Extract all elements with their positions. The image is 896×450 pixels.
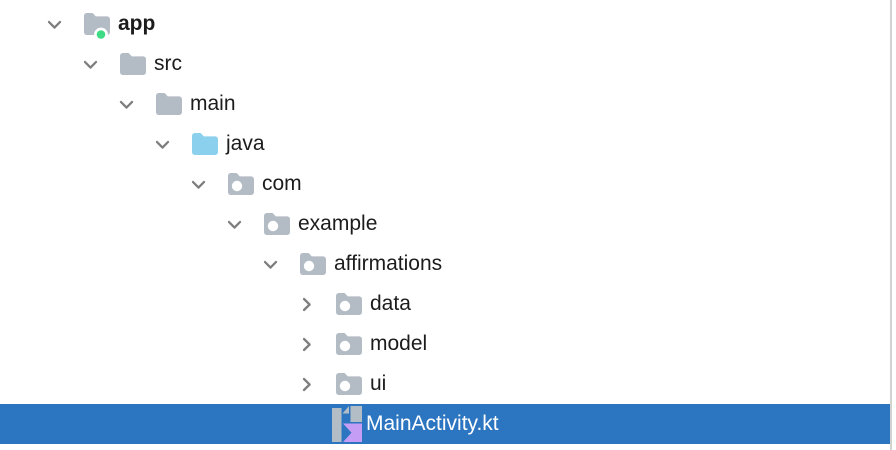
tree-row-label: MainActivity.kt [366, 412, 499, 435]
tree-row-label: java [226, 132, 265, 155]
tree-row-label: model [370, 332, 428, 355]
tree-row-affirmations[interactable]: affirmations [0, 244, 890, 284]
tree-row-label: com [262, 172, 302, 195]
chevron-down-icon[interactable] [154, 136, 171, 153]
chevron-down-icon[interactable] [190, 176, 207, 193]
package-icon [336, 293, 362, 315]
chevron-spacer [298, 416, 315, 433]
chevron-down-icon[interactable] [262, 256, 279, 273]
tree-row-label: ui [370, 372, 387, 395]
chevron-right-icon[interactable] [298, 376, 315, 393]
tree-row-ui[interactable]: ui [0, 364, 890, 404]
chevron-down-icon[interactable] [82, 56, 99, 73]
tree-row-label: app [118, 12, 156, 35]
folder-icon [120, 53, 146, 75]
package-icon [228, 173, 254, 195]
tree-row-app[interactable]: app [0, 4, 890, 44]
tree-row-src[interactable]: src [0, 44, 890, 84]
tree-row-main[interactable]: main [0, 84, 890, 124]
tree-row-label: main [190, 92, 236, 115]
folder-icon [156, 93, 182, 115]
chevron-down-icon[interactable] [118, 96, 135, 113]
package-icon [336, 333, 362, 355]
android-module-folder-icon [84, 13, 110, 42]
tree-row-java[interactable]: java [0, 124, 890, 164]
kotlin-file-icon [332, 406, 362, 442]
tree-row-data[interactable]: data [0, 284, 890, 324]
tree-row-com[interactable]: com [0, 164, 890, 204]
chevron-down-icon[interactable] [226, 216, 243, 233]
chevron-right-icon[interactable] [298, 336, 315, 353]
source-folder-icon [192, 133, 218, 155]
tree-row-example[interactable]: example [0, 204, 890, 244]
chevron-right-icon[interactable] [298, 296, 315, 313]
tree-row-label: example [298, 212, 378, 235]
tree-row-mainactivity-kt[interactable]: MainActivity.kt [0, 404, 890, 444]
package-icon [336, 373, 362, 395]
package-icon [300, 253, 326, 275]
chevron-down-icon[interactable] [46, 16, 63, 33]
tree-row-model[interactable]: model [0, 324, 890, 364]
tree-row-label: data [370, 292, 411, 315]
package-icon [264, 213, 290, 235]
tree-row-label: affirmations [334, 252, 443, 275]
tree-row-label: src [154, 52, 182, 75]
